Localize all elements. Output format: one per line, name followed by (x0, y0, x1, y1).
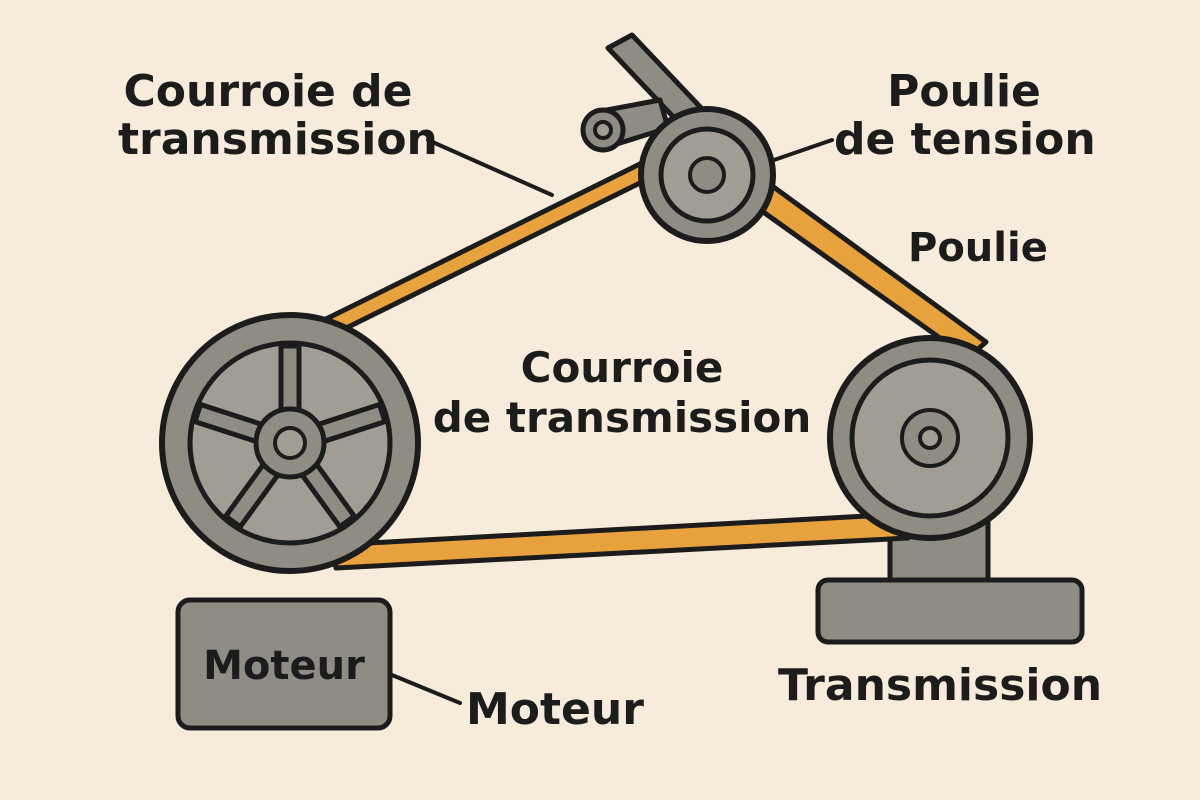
motor-box-label: Moteur (203, 643, 365, 689)
label-belt-center: Courroie de transmission (432, 343, 812, 442)
leader-tension-pulley (772, 138, 834, 162)
leader-lines (390, 138, 834, 705)
tensioner-arm (580, 32, 708, 153)
tension-pulley (638, 106, 776, 244)
leader-belt-top (426, 138, 554, 197)
pulley-spokes (192, 343, 388, 530)
label-pulley: Poulie (908, 225, 1048, 271)
drive-pulley (159, 312, 421, 574)
leader-motor (390, 673, 462, 705)
label-tension-pulley: Poulie de tension (834, 66, 1096, 165)
motor-box (175, 597, 393, 731)
label-motor: Moteur (466, 684, 644, 735)
label-belt-top: Courroie de transmission (118, 66, 438, 165)
driven-pulley (827, 335, 1033, 541)
label-transmission: Transmission (778, 660, 1103, 711)
